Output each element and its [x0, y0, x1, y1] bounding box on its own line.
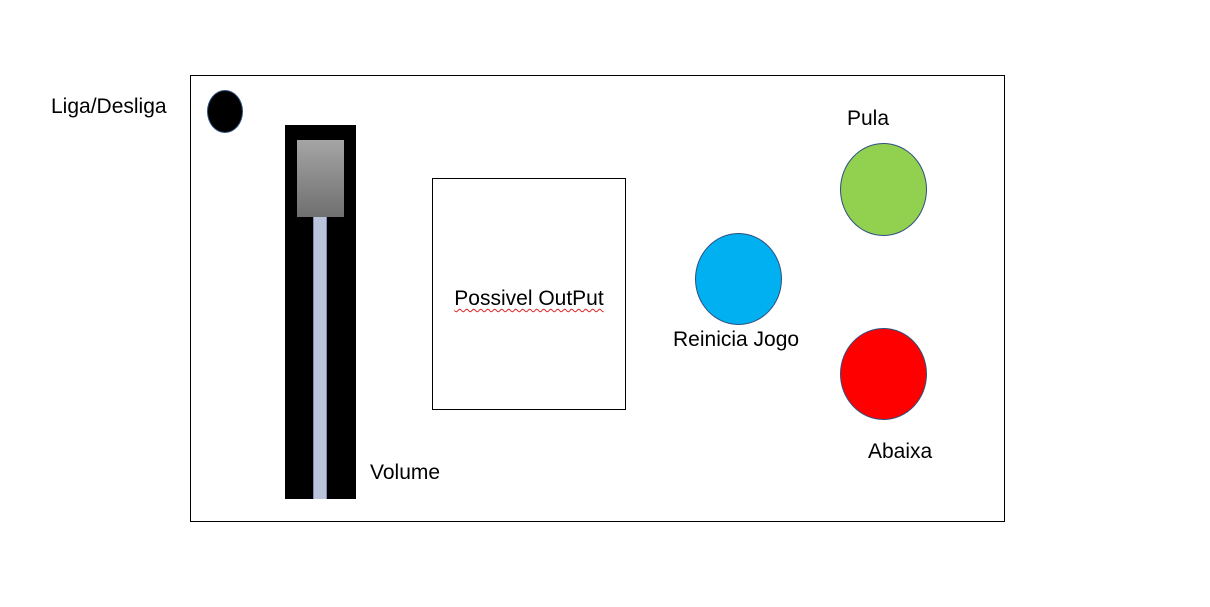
volume-handle[interactable]: [297, 140, 344, 217]
power-button[interactable]: [207, 90, 243, 133]
device-frame: [190, 75, 1005, 522]
restart-game-label: Reinicia Jogo: [673, 328, 800, 351]
duck-label: Abaixa: [868, 440, 933, 463]
output-label: Possivel OutPut: [454, 287, 604, 310]
duck-button[interactable]: [840, 328, 927, 420]
volume-label: Volume: [370, 461, 441, 484]
output-display: Possivel OutPut: [432, 178, 626, 410]
volume-track: [313, 205, 327, 499]
jump-label: Pula: [847, 107, 890, 130]
volume-slider[interactable]: [285, 125, 356, 499]
jump-button[interactable]: [840, 143, 927, 236]
power-label: Liga/Desliga: [51, 95, 167, 118]
restart-game-button[interactable]: [695, 233, 782, 325]
